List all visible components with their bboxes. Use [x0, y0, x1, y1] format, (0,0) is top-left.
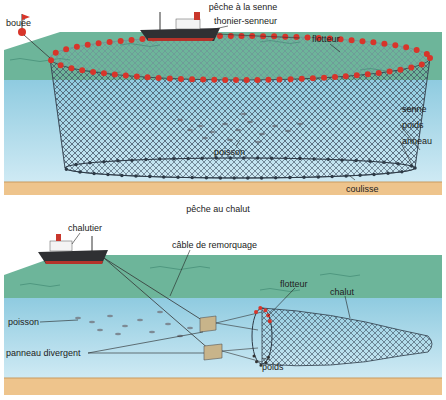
seine-scene	[4, 12, 442, 195]
sea-floor	[4, 378, 442, 395]
part-label: poisson	[214, 147, 245, 157]
part-label: poisson	[8, 317, 39, 327]
trawl-scene	[4, 233, 442, 395]
sea-surface	[4, 255, 442, 298]
leader-lines	[40, 233, 350, 360]
floor-line	[4, 378, 442, 379]
purse-seiner	[140, 12, 220, 41]
part-label: thonier-senneur	[214, 16, 277, 26]
part-label: anneau	[402, 136, 432, 146]
part-label: poids	[402, 120, 424, 130]
leader-lines	[210, 26, 420, 180]
trawler	[38, 234, 108, 264]
panel-heading: pêche au chalut	[186, 204, 250, 214]
part-label: chalut	[330, 287, 354, 297]
purse-line	[65, 158, 415, 178]
sea-floor	[4, 182, 442, 195]
part-label: poids	[262, 362, 284, 372]
part-label: chalutier	[68, 223, 102, 233]
waves	[20, 267, 360, 292]
floor-line	[4, 182, 442, 183]
towing-cable	[104, 258, 210, 350]
rings	[65, 158, 415, 178]
trawl-floats	[256, 308, 270, 322]
part-label: bouée	[6, 18, 31, 28]
part-label: flotteur	[312, 34, 340, 44]
trawl-net	[262, 308, 432, 366]
buoy	[18, 28, 26, 36]
part-label: coulisse	[346, 184, 379, 194]
seine-front	[50, 58, 430, 178]
panel-heading: pêche à la senne	[209, 2, 278, 12]
part-label: senne	[402, 104, 427, 114]
float-line	[50, 36, 430, 80]
buoy-line	[24, 35, 50, 58]
fish-school	[75, 311, 193, 337]
part-label: flotteur	[280, 279, 308, 289]
seine-rope	[216, 34, 300, 38]
bridles	[216, 312, 262, 362]
part-label: panneau divergent	[6, 348, 81, 358]
sea-water	[4, 298, 442, 378]
part-label: câble de remorquage	[172, 240, 257, 250]
